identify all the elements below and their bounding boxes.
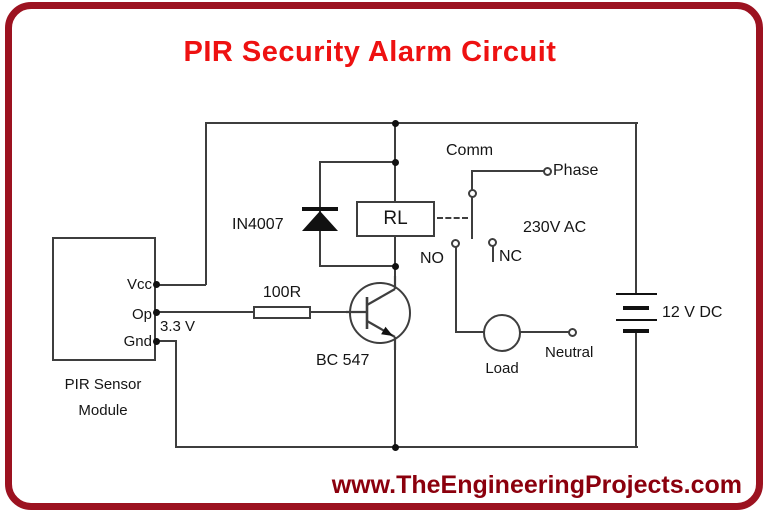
transistor-internals bbox=[346, 276, 397, 350]
pir-sensor-module-box bbox=[52, 237, 156, 361]
diode-part: IN4007 bbox=[232, 216, 284, 233]
diode-triangle bbox=[302, 211, 338, 231]
junction-dot bbox=[392, 120, 399, 127]
diode-cathode-bar bbox=[302, 207, 338, 211]
wire-vcc bbox=[156, 284, 206, 286]
wire-phase bbox=[471, 170, 547, 172]
wire-bottom-rail bbox=[175, 446, 638, 448]
wire-gnd-stub bbox=[156, 340, 176, 342]
resistor-value: 100R bbox=[262, 284, 302, 301]
battery-label: 12 V DC bbox=[662, 304, 723, 321]
wire-gnd-down bbox=[175, 340, 177, 448]
pin-label-gnd: Gnd bbox=[123, 333, 152, 350]
junction-dot bbox=[392, 263, 399, 270]
load-circle bbox=[483, 314, 521, 352]
wire-no-down bbox=[455, 247, 457, 333]
pin-label-vcc: Vcc bbox=[126, 276, 152, 293]
pin-dot-op bbox=[153, 309, 160, 316]
wire-phase-down bbox=[471, 170, 473, 190]
wire-nc-stub bbox=[492, 246, 494, 262]
terminal-comm bbox=[468, 189, 477, 198]
switch-label-phase: Phase bbox=[553, 162, 599, 179]
transistor-circle bbox=[349, 282, 411, 344]
wire-emitter-down bbox=[394, 336, 396, 447]
terminal-nc bbox=[488, 238, 497, 247]
pir-name-line1: PIR Sensor bbox=[64, 376, 142, 393]
wire-battery-bottom bbox=[635, 333, 637, 447]
terminal-phase bbox=[543, 167, 552, 176]
junction-dot bbox=[392, 159, 399, 166]
website-watermark: www.TheEngineeringProjects.com bbox=[331, 471, 742, 499]
ac-voltage-label: 230V AC bbox=[523, 219, 587, 236]
pin-dot-gnd bbox=[153, 338, 160, 345]
relay-actuator-dashed-link bbox=[437, 217, 468, 219]
junction-dot bbox=[392, 444, 399, 451]
battery-plate-long-2 bbox=[616, 319, 657, 321]
switch-label-nc: NC bbox=[499, 248, 523, 265]
wire-battery-top bbox=[635, 122, 637, 295]
battery-plate-long-1 bbox=[616, 293, 657, 295]
pir-name-line2: Module bbox=[78, 402, 128, 419]
neutral-label: Neutral bbox=[545, 344, 594, 361]
transistor-part: BC 547 bbox=[316, 352, 370, 369]
switch-lever bbox=[471, 197, 473, 239]
emitter-arrow bbox=[381, 326, 393, 336]
resistor-symbol bbox=[253, 306, 311, 319]
wire-no-to-load bbox=[455, 331, 485, 333]
wire-load-to-neutral bbox=[520, 331, 571, 333]
terminal-neutral bbox=[568, 328, 577, 337]
switch-label-no: NO bbox=[420, 250, 444, 267]
relay-label: RL bbox=[383, 208, 408, 229]
pin-label-op: Op bbox=[131, 306, 152, 323]
switch-label-comm: Comm bbox=[446, 142, 494, 159]
load-label: Load bbox=[485, 360, 519, 377]
red-rounded-border bbox=[5, 2, 763, 510]
wire-vcc-riser bbox=[205, 122, 207, 285]
pin-dot-vcc bbox=[153, 281, 160, 288]
relay-coil-box: RL bbox=[356, 201, 435, 237]
wire-diode-bottom bbox=[319, 265, 396, 267]
page-title: PIR Security Alarm Circuit bbox=[183, 36, 557, 68]
battery-plate-thick-2 bbox=[623, 329, 649, 333]
terminal-no bbox=[451, 239, 460, 248]
pir-module-name: PIR Sensor Module bbox=[33, 372, 173, 424]
wire-diode-top bbox=[319, 161, 396, 163]
battery-plate-thick-1 bbox=[623, 306, 649, 310]
wire-top-rail bbox=[205, 122, 638, 124]
voltage-label-3v3: 3.3 V bbox=[160, 318, 196, 335]
